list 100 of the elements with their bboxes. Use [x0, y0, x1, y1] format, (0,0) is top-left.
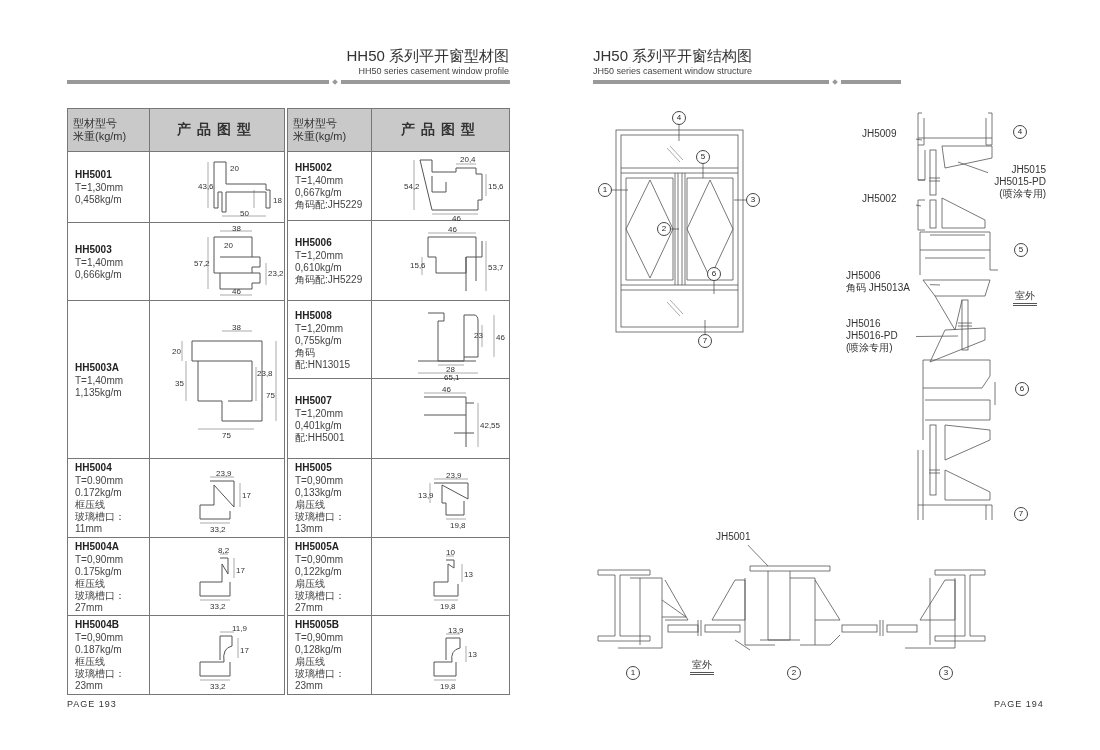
dimension-value: 38: [232, 323, 241, 332]
profile-spec: 玻璃槽口：11mm: [75, 511, 126, 535]
leader-line: [915, 335, 959, 337]
dimension-value: 23,9: [446, 471, 462, 480]
leader-line: [915, 138, 923, 141]
dimension-value: 33,2: [210, 525, 226, 534]
leader-line: [702, 163, 704, 179]
dimension-value: 20,4: [460, 155, 476, 164]
dimension-value: 13: [468, 650, 477, 659]
dimension-value: 19,8: [440, 602, 456, 611]
column-title: 产品图型: [176, 121, 258, 139]
leader-line: [733, 199, 747, 201]
dimension-value: 46: [442, 385, 451, 394]
dimension-value: 15,6: [488, 182, 504, 191]
profile-spec: T=1,40mm: [295, 175, 345, 187]
profile-code: HH5001: [75, 168, 113, 182]
profile-spec: 框压线: [75, 499, 106, 511]
dimension-value: 19,8: [450, 521, 466, 530]
callout-number: 1: [598, 183, 612, 197]
profile-spec: 角码配:JH5229: [295, 273, 364, 286]
profile-code: HH5004B: [75, 618, 120, 632]
leader-line: [747, 544, 769, 567]
part-note: JH5015-PD: [994, 176, 1046, 188]
dimension-value: 11,9: [232, 624, 247, 633]
profile-code: HH5008: [295, 308, 333, 323]
column-title: 型材型号: [293, 117, 338, 130]
callout-number: 7: [698, 334, 712, 348]
dimension-value: 17: [236, 566, 245, 575]
profile-spec: T=1,20mm: [295, 249, 345, 262]
dimension-value: 17: [242, 491, 251, 500]
leader-line: [713, 280, 715, 295]
column-title: 型材型号: [73, 117, 118, 130]
profile-spec: T=1,30mm: [75, 182, 125, 194]
dimension-value: 46: [496, 333, 505, 342]
dimension-value: 23,2: [268, 269, 284, 278]
dimension-value: 43,6: [198, 182, 214, 191]
callout-number: 2: [787, 666, 801, 680]
page-number: PAGE 194: [994, 699, 1044, 709]
callout-number: 5: [1014, 243, 1028, 257]
dimension-value: 8,2: [218, 546, 230, 555]
part-number: JH5015: [1011, 164, 1046, 176]
page-title: JH50 系列平开窗结构图: [593, 47, 753, 64]
profile-code: HH5005: [295, 461, 333, 475]
profile-spec: 玻璃槽口：23mm: [75, 668, 126, 692]
profile-spec: 扇压线: [295, 656, 325, 668]
profile-spec: 0.187kg/m: [75, 644, 123, 656]
column-title: 产品图型: [399, 121, 482, 139]
profile-spec: 0.175kg/m: [75, 565, 123, 578]
part-note: 角码 JH5013A: [846, 282, 910, 294]
profile-spec: 角码配:JH5229: [295, 199, 364, 211]
dimension-value: 15,6: [410, 261, 426, 270]
profile-spec: T=0.90mm: [75, 475, 125, 487]
part-note: (喷涂专用): [846, 342, 893, 354]
dimension-value: 20: [172, 347, 181, 356]
dimension-value: 28: [446, 365, 455, 374]
profile-spec: 0,128kg/m: [295, 644, 343, 656]
dimension-value: 35: [175, 379, 184, 388]
profile-code: HH5005A: [295, 539, 340, 554]
dimension-value: 57,2: [194, 259, 210, 268]
leader-line: [929, 284, 941, 286]
profile-spec: 玻璃槽口：27mm: [295, 589, 346, 614]
part-number: JH5016: [846, 318, 881, 330]
dimension-value: 23: [474, 331, 483, 340]
profile-spec: T=1,40mm: [75, 374, 125, 387]
part-number: JH5009: [862, 128, 897, 140]
profile-spec: 0,755kg/m: [295, 334, 343, 347]
callout-number: 4: [672, 111, 686, 125]
profile-code: HH5005B: [295, 618, 340, 632]
part-number: JH5006: [846, 270, 881, 282]
dimension-value: 46: [232, 287, 241, 296]
profile-spec: 玻璃槽口：13mm: [295, 511, 346, 535]
dimension-value: 38: [232, 224, 241, 233]
profile-spec: 0,610kg/m: [295, 261, 343, 274]
profile-code: HH5003A: [75, 360, 120, 375]
page-subtitle: JH50 series casement window structure: [593, 66, 753, 76]
profile-spec: 扇压线: [295, 577, 326, 590]
page-number: PAGE 193: [67, 699, 117, 709]
dimension-value: 13,9: [418, 491, 434, 500]
horizontal-section-drawing: [597, 565, 986, 651]
profile-code: HH5007: [295, 393, 333, 408]
profile-spec: T=0,90mm: [75, 553, 125, 566]
profile-code: HH5004A: [75, 539, 120, 554]
callout-number: 6: [1015, 382, 1029, 396]
profile-spec: 0.172kg/m: [75, 487, 123, 499]
dimension-value: 20: [230, 164, 239, 173]
profile-spec: T=0,90mm: [295, 632, 345, 644]
dimension-value: 53,7: [488, 263, 504, 272]
dimension-value: 20: [224, 241, 233, 250]
page-title: HH50 系列平开窗型材图: [346, 47, 509, 64]
profile-spec: 框压线: [75, 656, 106, 668]
profile-spec: T=0,90mm: [295, 553, 345, 566]
leader-line: [915, 204, 922, 207]
leader-line: [678, 124, 680, 142]
column-title: 米重(kg/m): [293, 130, 348, 143]
profile-spec: 玻璃槽口：23mm: [295, 668, 346, 692]
dimension-value: 13: [464, 570, 473, 579]
profile-code: HH5004: [75, 461, 113, 475]
profile-spec: 0,666kg/m: [75, 268, 123, 281]
profile-spec: 0,401kg/m: [295, 419, 343, 432]
profile-code: HH5006: [295, 235, 333, 250]
